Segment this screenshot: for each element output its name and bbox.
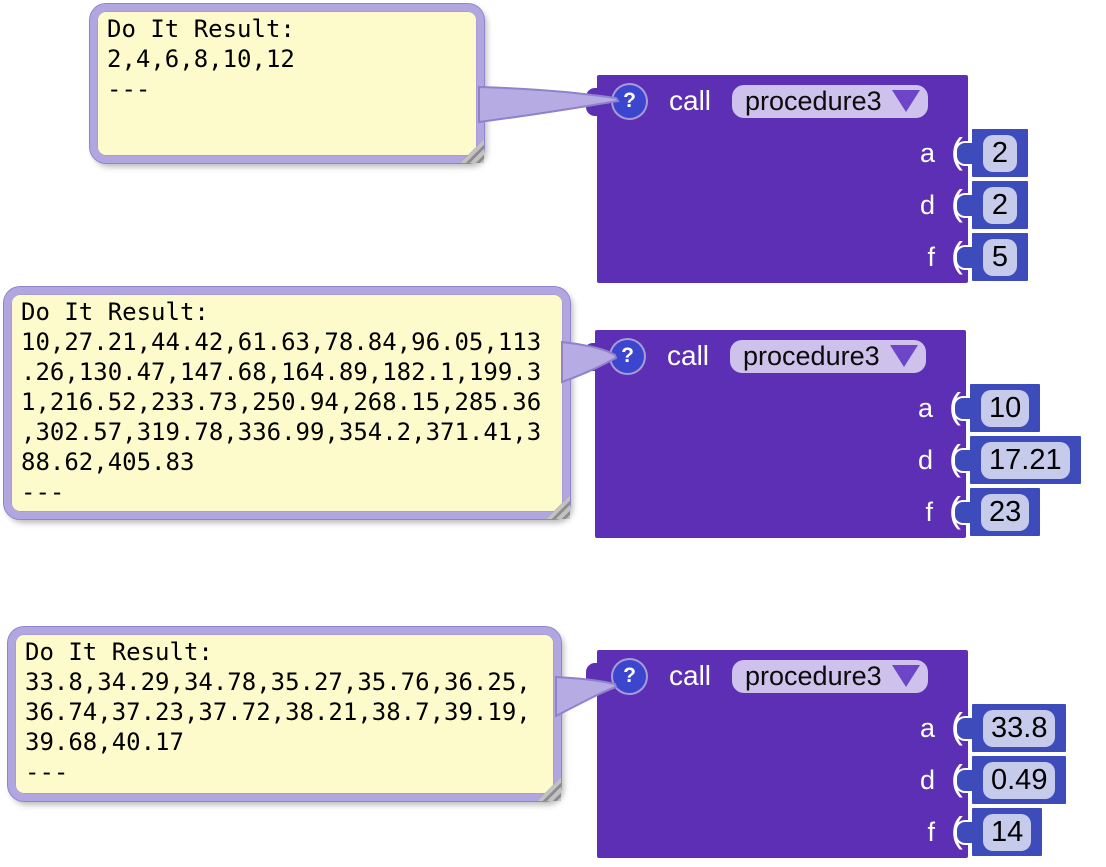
number-block[interactable]: 33.8 bbox=[957, 704, 1067, 752]
doit-result-text-1: Do It Result: 2,4,6,8,10,12 --- bbox=[107, 15, 295, 103]
call-procedure-block-2[interactable]: ? call procedure3 a ( 10 d ( bbox=[584, 330, 1081, 538]
number-block-body: 5 bbox=[972, 233, 1028, 281]
number-block[interactable]: 2 bbox=[957, 181, 1028, 229]
number-field[interactable]: 14 bbox=[983, 813, 1032, 851]
param-row: f ( 23 bbox=[595, 486, 1041, 538]
number-block-body: 2 bbox=[972, 181, 1028, 229]
number-field[interactable]: 2 bbox=[983, 134, 1017, 172]
params: a ( 2 d ( 2 f bbox=[597, 127, 1028, 283]
number-block-body: 33.8 bbox=[972, 704, 1067, 752]
procedure-dropdown[interactable]: procedure3 bbox=[730, 339, 926, 373]
number-block[interactable]: 5 bbox=[957, 233, 1028, 281]
call-procedure-block-3[interactable]: ? call procedure3 a ( 33.8 d ( bbox=[586, 650, 1067, 858]
block-header: ? call procedure3 bbox=[597, 75, 968, 127]
number-field[interactable]: 5 bbox=[983, 238, 1017, 276]
number-block-body: 2 bbox=[972, 129, 1028, 177]
param-row: f ( 14 bbox=[597, 806, 1043, 858]
number-field[interactable]: 0.49 bbox=[983, 761, 1056, 799]
number-block[interactable]: 2 bbox=[957, 129, 1028, 177]
param-row: a ( 10 bbox=[595, 382, 1041, 434]
block-header: ? call procedure3 bbox=[595, 330, 966, 382]
help-icon[interactable]: ? bbox=[613, 84, 646, 118]
number-field[interactable]: 33.8 bbox=[983, 709, 1056, 747]
param-label: d bbox=[919, 764, 935, 795]
number-block-body: 14 bbox=[972, 808, 1043, 856]
number-block-body: 23 bbox=[970, 488, 1041, 536]
call-procedure-block-1[interactable]: ? call procedure3 a ( 2 d ( bbox=[586, 75, 1028, 283]
param-row: d ( 17.21 bbox=[595, 434, 1081, 486]
number-field[interactable]: 23 bbox=[981, 493, 1030, 531]
param-row: d ( 0.49 bbox=[597, 754, 1067, 806]
doit-result-text-2: Do It Result: 10,27.21,44.42,61.63,78.84… bbox=[21, 298, 542, 506]
call-label: call bbox=[669, 85, 712, 116]
call-label: call bbox=[667, 340, 710, 371]
dropdown-arrow-icon bbox=[891, 665, 920, 687]
procedure-name: procedure3 bbox=[743, 340, 880, 371]
param-label: f bbox=[927, 816, 935, 847]
call-label: call bbox=[669, 660, 712, 691]
number-field[interactable]: 2 bbox=[983, 186, 1017, 224]
procedure-dropdown[interactable]: procedure3 bbox=[732, 84, 928, 118]
param-row: a ( 33.8 bbox=[597, 702, 1067, 754]
param-label: a bbox=[917, 392, 933, 423]
param-row: a ( 2 bbox=[597, 127, 1028, 179]
procedure-dropdown[interactable]: procedure3 bbox=[732, 659, 928, 693]
number-block[interactable]: 0.49 bbox=[957, 756, 1067, 804]
param-label: f bbox=[927, 241, 935, 272]
param-label: d bbox=[917, 444, 933, 475]
param-row: f ( 5 bbox=[597, 231, 1028, 283]
doit-result-text-3: Do It Result: 33.8,34.29,34.78,35.27,35.… bbox=[25, 638, 531, 786]
param-label: f bbox=[925, 496, 933, 527]
output-plug-icon bbox=[584, 343, 596, 371]
help-glyph: ? bbox=[623, 89, 636, 112]
doit-result-bubble-2[interactable]: Do It Result: 10,27.21,44.42,61.63,78.84… bbox=[4, 287, 570, 519]
param-label: d bbox=[919, 189, 935, 220]
number-field[interactable]: 10 bbox=[981, 389, 1030, 427]
procedure-name: procedure3 bbox=[745, 85, 882, 116]
number-block[interactable]: 17.21 bbox=[955, 436, 1081, 484]
dropdown-arrow-icon bbox=[891, 90, 920, 112]
procedure-name: procedure3 bbox=[745, 660, 882, 691]
params: a ( 10 d ( 17.21 bbox=[595, 382, 1081, 538]
number-block-body: 0.49 bbox=[972, 756, 1067, 804]
output-plug-icon bbox=[586, 88, 598, 116]
resize-handle-icon[interactable] bbox=[460, 139, 484, 163]
number-block-body: 10 bbox=[970, 384, 1041, 432]
block-header: ? call procedure3 bbox=[597, 650, 968, 702]
params: a ( 33.8 d ( 0.49 bbox=[597, 702, 1067, 858]
param-row: d ( 2 bbox=[597, 179, 1028, 231]
number-field[interactable]: 17.21 bbox=[981, 441, 1070, 479]
doit-result-bubble-1[interactable]: Do It Result: 2,4,6,8,10,12 --- bbox=[90, 4, 484, 163]
help-icon[interactable]: ? bbox=[613, 659, 646, 693]
help-glyph: ? bbox=[623, 664, 636, 687]
help-icon[interactable]: ? bbox=[611, 339, 644, 373]
param-label: a bbox=[919, 137, 935, 168]
doit-result-bubble-3[interactable]: Do It Result: 33.8,34.29,34.78,35.27,35.… bbox=[8, 627, 561, 801]
output-plug-icon bbox=[586, 663, 598, 691]
number-block[interactable]: 23 bbox=[955, 488, 1041, 536]
help-glyph: ? bbox=[621, 344, 634, 367]
number-block-body: 17.21 bbox=[970, 436, 1081, 484]
number-block[interactable]: 10 bbox=[955, 384, 1041, 432]
param-label: a bbox=[919, 712, 935, 743]
number-block[interactable]: 14 bbox=[957, 808, 1043, 856]
dropdown-arrow-icon bbox=[889, 345, 918, 367]
